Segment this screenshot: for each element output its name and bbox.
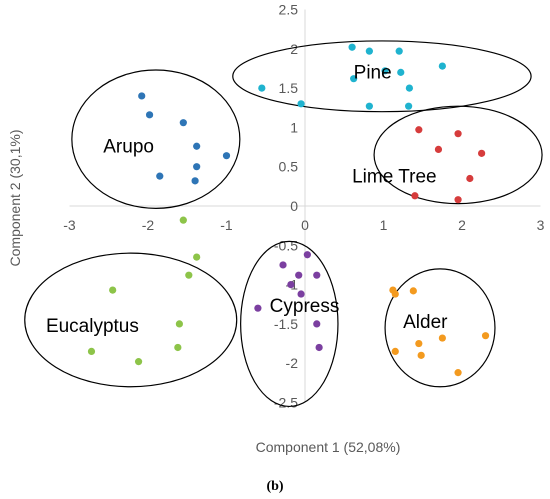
cluster-ellipse xyxy=(384,268,496,388)
data-point xyxy=(466,174,474,183)
data-point xyxy=(434,145,443,154)
data-point xyxy=(365,47,373,55)
cluster-ellipse xyxy=(240,240,339,408)
x-axis-title: Component 1 (52,08%) xyxy=(256,439,401,455)
data-point xyxy=(397,68,405,76)
data-point xyxy=(313,271,321,279)
y-tick-label: -0.5 xyxy=(274,237,298,253)
data-point xyxy=(254,304,262,312)
data-point xyxy=(287,281,295,289)
y-tick-label: 0 xyxy=(290,198,298,214)
data-point xyxy=(191,177,199,185)
data-point xyxy=(348,43,356,51)
data-point xyxy=(411,192,419,200)
y-tick-label: -2.5 xyxy=(274,395,298,411)
data-point xyxy=(156,172,164,180)
data-point xyxy=(454,196,462,204)
cluster-label: Pine xyxy=(354,63,392,84)
data-point xyxy=(313,320,321,328)
x-tick-label: 0 xyxy=(301,217,309,233)
data-point xyxy=(222,152,231,160)
data-point xyxy=(279,261,287,269)
x-tick-label: 1 xyxy=(380,217,388,233)
data-point xyxy=(175,320,183,328)
y-tick-label: 1.5 xyxy=(279,80,299,96)
data-point xyxy=(193,253,201,261)
data-point xyxy=(409,287,417,295)
data-point xyxy=(193,142,201,150)
cluster-ellipse xyxy=(71,69,241,209)
cluster-ellipse xyxy=(373,105,543,205)
y-tick-label: 0.5 xyxy=(279,159,299,175)
data-point xyxy=(405,102,413,110)
data-point xyxy=(438,334,446,342)
y-tick-label: 2 xyxy=(290,41,298,57)
data-point xyxy=(138,92,146,100)
data-point xyxy=(381,67,389,75)
data-point xyxy=(174,343,182,352)
data-point xyxy=(315,343,323,352)
cluster-label: Cypress xyxy=(270,296,340,317)
data-points xyxy=(87,43,490,377)
cluster-label: Lime Tree xyxy=(352,166,436,187)
cluster-ellipse xyxy=(232,40,532,113)
data-point xyxy=(185,271,193,279)
data-point xyxy=(391,290,399,298)
cluster-label: Arupo xyxy=(103,137,154,158)
data-point xyxy=(417,351,425,359)
data-point xyxy=(145,111,154,119)
x-tick-labels: -3 -2 -1 0 1 2 3 xyxy=(63,217,544,233)
y-tick-label: 2.5 xyxy=(279,2,299,18)
data-point xyxy=(297,290,305,298)
y-tick-label: 1 xyxy=(290,119,298,135)
data-point xyxy=(303,251,311,259)
data-point xyxy=(179,119,187,127)
data-point xyxy=(478,149,486,157)
cluster-label: Eucalyptus xyxy=(46,316,139,337)
x-tick-label: -1 xyxy=(220,217,233,233)
data-point xyxy=(297,100,305,108)
y-tick-label: -1.5 xyxy=(274,316,298,332)
cluster-ellipse xyxy=(24,252,238,388)
data-point xyxy=(134,358,143,366)
x-tick-label: 3 xyxy=(537,217,545,233)
data-point xyxy=(405,84,414,92)
y-tick-label: -2 xyxy=(286,355,299,371)
data-point xyxy=(179,216,187,224)
y-tick-labels: 2.521.510.50-0.5-1-1.5-2-2.5 xyxy=(274,2,298,411)
data-point xyxy=(395,47,403,55)
data-point xyxy=(365,102,373,110)
figure-caption: (b) xyxy=(266,479,283,494)
data-point xyxy=(391,347,399,356)
data-point xyxy=(415,126,423,134)
data-point xyxy=(87,347,96,356)
data-point xyxy=(295,271,303,279)
data-point xyxy=(481,332,490,340)
data-point xyxy=(438,62,446,70)
data-point xyxy=(454,369,462,377)
x-tick-label: 2 xyxy=(458,217,466,233)
cluster-label: Alder xyxy=(403,312,448,333)
y-axis-title: Component 2 (30,1%) xyxy=(7,130,23,267)
cluster-ellipses xyxy=(24,40,543,408)
data-point xyxy=(415,339,423,348)
data-point xyxy=(350,75,358,83)
data-point xyxy=(454,130,462,138)
data-point xyxy=(258,84,266,92)
data-point xyxy=(193,163,201,171)
x-tick-label: -3 xyxy=(63,217,76,233)
x-tick-label: -2 xyxy=(142,217,155,233)
data-point xyxy=(109,286,117,294)
